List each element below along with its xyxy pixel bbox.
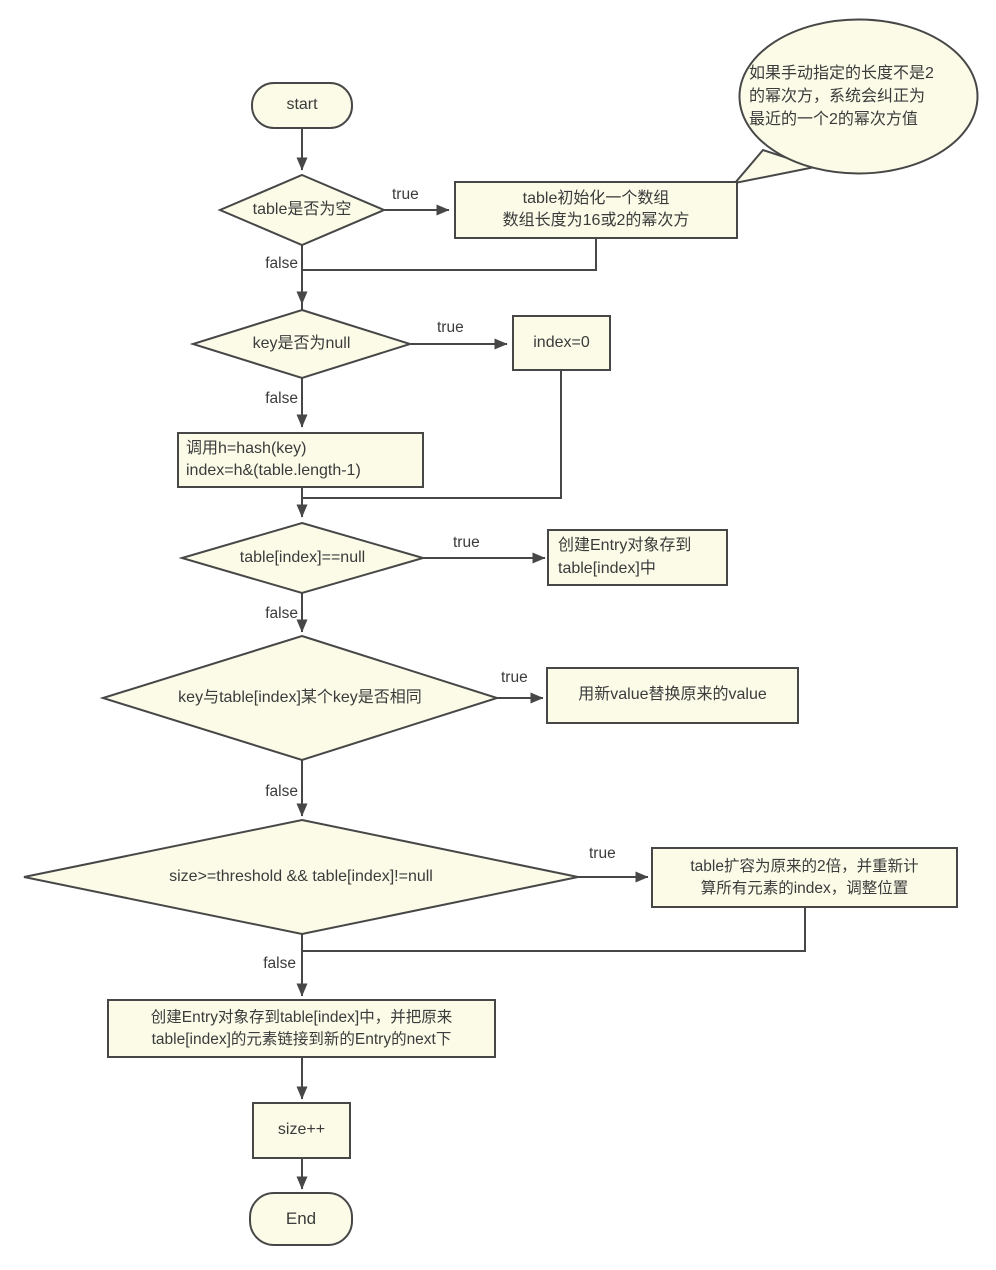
start-node-shape	[251, 82, 353, 129]
decision-key-equal-shape	[99, 634, 501, 762]
process-init-table-shape	[454, 181, 738, 239]
process-create-entry-link-shape	[107, 999, 496, 1058]
process-index-zero-shape	[512, 315, 611, 371]
edge-index-zero-join	[303, 370, 562, 499]
decision-resize-check-shape	[23, 818, 579, 936]
process-resize-table-shape	[651, 847, 958, 908]
edge-init-table-join	[303, 238, 597, 271]
process-replace-value-shape	[546, 667, 799, 724]
callout-bubble-shape	[738, 18, 979, 175]
process-size-increment-shape	[252, 1102, 351, 1159]
edge-resize-table-join	[303, 907, 806, 952]
end-node-shape	[249, 1192, 353, 1246]
decision-key-null-shape	[189, 308, 414, 380]
process-hash-index-shape	[177, 432, 424, 488]
process-create-entry-shape	[547, 529, 728, 586]
decision-index-null-shape	[178, 521, 427, 595]
decision-table-empty-shape	[217, 173, 387, 247]
